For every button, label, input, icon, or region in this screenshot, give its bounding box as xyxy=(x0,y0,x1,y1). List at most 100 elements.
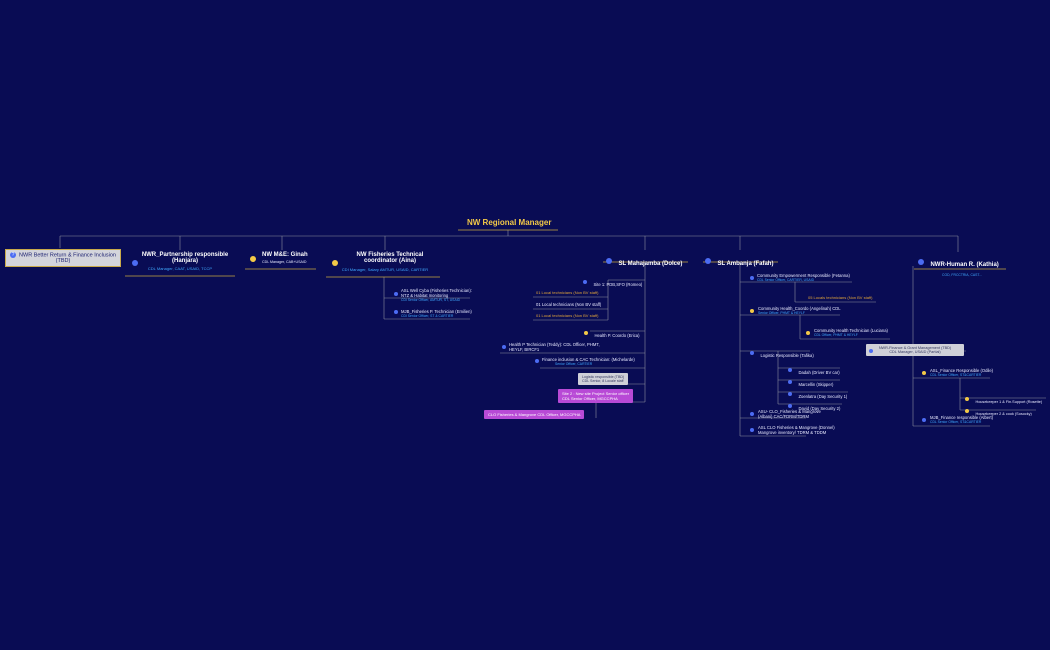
ambanja-driver-0-label: Dadah (Driver BV car) xyxy=(798,370,840,375)
ambanja-locals[interactable]: 05 Locals technicians (Non BV staff) xyxy=(808,295,873,300)
node-mahajamba-title: SL Mahajamba (Dolce) xyxy=(618,261,683,267)
ambanja-health-tech[interactable]: Community Health Technician (Luciana) CD… xyxy=(806,328,888,337)
person-icon xyxy=(965,396,969,401)
mahajamba-health-coord-label: Health P. Coordo (Erica) xyxy=(594,333,640,338)
hr-housekeeper-2-label: Housekeeper 2 & cook (Sosocky) xyxy=(975,412,1032,416)
hr-asl-finance[interactable]: ASL_Finance Responsible (Odile) CDL Seni… xyxy=(922,368,993,377)
mahajamba-clo[interactable]: CLO Fisheries & Mangrove CDL Officer, MG… xyxy=(484,410,585,419)
person-icon xyxy=(394,292,398,296)
node-partnership-sub: CDL Manager, CAAT, USAID, TCCP xyxy=(147,266,213,271)
ambanja-logistic-label: Logistic Responsible (Tafika) xyxy=(760,353,814,358)
fisheries-child-asl[interactable]: ASL Well Cyba (Fisheries Technician): NT… xyxy=(394,288,473,302)
person-icon xyxy=(918,258,924,265)
person-icon xyxy=(584,330,588,335)
person-icon xyxy=(583,279,587,284)
node-mahajamba[interactable]: SL Mahajamba (Dolce) xyxy=(606,252,682,270)
person-icon xyxy=(750,428,754,432)
fisheries-child-asl-title: ASL Well Cyba (Fisheries Technician): NT… xyxy=(401,288,472,298)
node-me-sub: CDL Manager, CAB+USAID xyxy=(262,260,307,264)
hr-asl-finance-title: ASL_Finance Responsible (Odile) xyxy=(930,368,994,373)
person-icon xyxy=(788,379,792,384)
mahajamba-health-tech-label: Health P Technician (Teddy): CDL Officer… xyxy=(509,342,600,352)
ambanja-driver-2-label: Zoenlatra (Day Security 1) xyxy=(798,394,848,399)
person-icon xyxy=(394,310,398,314)
person-icon xyxy=(788,391,792,396)
hr-finance-mgmt-title: NWR-Finance & Grant Management (TBD) xyxy=(878,346,952,350)
mahajamba-site2[interactable]: Site 2 : New site Project Senior officer… xyxy=(558,389,634,403)
person-icon xyxy=(705,257,711,264)
ambanja-asu-clo-label: ASU- CLO_Fisheries & Mangrove (Albani) C… xyxy=(758,409,821,419)
fisheries-child-asl-sub: CDI Senior Officer, AMTUR, ST, USAID xyxy=(401,298,461,302)
root-node-title[interactable]: NW Regional Manager xyxy=(467,218,552,227)
mahajamba-health-tech[interactable]: Health P Technician (Teddy): CDL Officer… xyxy=(502,342,605,352)
node-fisheries[interactable]: NW Fisheries Technical coordinator (Aina… xyxy=(330,252,440,272)
person-icon xyxy=(922,371,926,375)
ambanja-community-emp-sub: CDL Senior Officer, CARTIER, USAID xyxy=(757,278,815,282)
fisheries-child-mjb[interactable]: MJB_Fisheries P. Technician (Emilien) CD… xyxy=(394,309,472,318)
node-me[interactable]: NW M&E: Ginah CDL Manager, CAB+USAID xyxy=(250,252,308,264)
ambanja-driver-1[interactable]: Marcellin (Skipper) xyxy=(788,373,833,391)
node-fisheries-title: NW Fisheries Technical coordinator (Aina… xyxy=(356,252,424,264)
ambanja-health-coord-sub: Senior Officer, PHMT & HEYLF xyxy=(758,311,805,315)
person-icon xyxy=(750,309,754,313)
mahajamba-local-3[interactable]: 01 Local technicians (Non BV staff) xyxy=(536,313,599,318)
person-icon xyxy=(332,260,338,266)
hr-housekeeper-1-label: Housekeeper 1 & Fin.Support (Rosette) xyxy=(975,400,1043,404)
node-hr-sub: COD, FRCCTRIA, CAST... xyxy=(942,273,982,277)
ambanja-health-coord-title: Community Health_Coordo (Angelinah) CDL xyxy=(758,306,841,311)
hr-housekeeper-1[interactable]: Housekeeper 1 & Fin.Support (Rosette) xyxy=(965,390,1042,408)
node-hr[interactable]: NWR-Human R. (Kathia) COD, FRCCTRIA, CAS… xyxy=(918,253,999,277)
person-icon xyxy=(250,256,256,262)
ambanja-health-coord[interactable]: Community Health_Coordo (Angelinah) CDL … xyxy=(750,306,841,315)
mahajamba-health-coord[interactable]: Health P. Coordo (Erica) xyxy=(584,324,640,342)
mahajamba-site1-label: Site 1: PDB,SFO (Romeo) xyxy=(593,282,643,287)
node-ambanja[interactable]: SL Ambanja (Fafah) xyxy=(705,252,773,270)
ambanja-driver-1-label: Marcellin (Skipper) xyxy=(798,382,834,387)
mahajamba-site2-sub: CDL Senior Officer, MGCCPHA xyxy=(562,396,618,401)
node-better-return-label: NWR Better Return & Finance Inclusion (T… xyxy=(19,252,116,265)
mahajamba-finance-title: Finance inclusion & CAC Technician: (Mic… xyxy=(542,357,635,362)
ambanja-community-emp[interactable]: Community Empowerment Responsible (Fetan… xyxy=(750,273,850,282)
hr-mjb-finance[interactable]: MJB_Finance responsible (Albert) CDL Sen… xyxy=(922,415,993,424)
hr-housekeeper-2[interactable]: Housekeeper 2 & cook (Sosocky) xyxy=(965,402,1032,420)
ambanja-health-tech-title: Community Health Technician (Luciana) xyxy=(814,328,888,333)
question-icon: ? xyxy=(10,252,17,258)
mahajamba-site1[interactable]: Site 1: PDB,SFO (Romeo) xyxy=(583,273,642,291)
mahajamba-logistic-sub: CDL Senior, 8 Locale staff xyxy=(582,379,624,383)
ambanja-community-emp-title: Community Empowerment Responsible (Fetan… xyxy=(757,273,850,278)
hr-finance-mgmt[interactable]: NWR-Finance & Grant Management (TBD) CDL… xyxy=(866,344,964,356)
node-partnership[interactable]: NWR_Partnership responsible (Hanjara) CD… xyxy=(130,252,230,271)
person-icon xyxy=(750,350,754,355)
mahajamba-logistic-title: Logistic responsible (TBD) xyxy=(582,375,625,379)
mahajamba-finance-sub: Senior Officer, CARTIER xyxy=(555,362,593,366)
ambanja-driver-3[interactable]: David (Day Security 2) xyxy=(788,397,840,415)
node-partnership-title: NWR_Partnership responsible (Hanjara) xyxy=(141,252,229,264)
mahajamba-local-2[interactable]: 01 Local technicians (Non BV staff) xyxy=(536,302,602,307)
person-icon xyxy=(750,276,754,280)
person-icon xyxy=(869,349,873,353)
person-icon xyxy=(535,359,539,363)
node-fisheries-sub: CDI Manager, Salary AMTUR, USAID, CARTIE… xyxy=(341,267,429,272)
node-me-title: NW M&E: Ginah xyxy=(262,252,308,258)
person-icon xyxy=(965,408,969,413)
hr-mjb-finance-sub: CDL Senior Officer, ST&CARTIER xyxy=(930,420,982,424)
mahajamba-local-1[interactable]: 01 Local technicians (Non BV staff) xyxy=(536,290,599,295)
mahajamba-logistic[interactable]: Logistic responsible (TBD) CDL Senior, 8… xyxy=(578,373,629,385)
node-ambanja-title: SL Ambanja (Fafah) xyxy=(717,261,774,267)
node-better-return[interactable]: ?NWR Better Return & Finance Inclusion (… xyxy=(5,249,121,268)
hr-finance-mgmt-sub: CDL Manager, USAID (Partial) xyxy=(889,350,941,354)
ambanja-asu-clo[interactable]: ASU- CLO_Fisheries & Mangrove (Albani) C… xyxy=(750,409,834,419)
person-icon xyxy=(922,418,926,422)
person-icon xyxy=(502,345,506,349)
mahajamba-finance[interactable]: Finance inclusion & CAC Technician: (Mic… xyxy=(535,357,635,366)
ambanja-driver-0[interactable]: Dadah (Driver BV car) xyxy=(788,361,840,379)
ambanja-driver-2[interactable]: Zoenlatra (Day Security 1) xyxy=(788,385,847,403)
ambanja-asl-clo-label: ASL CLO Fisheries & Mangrove (Donnel) Ma… xyxy=(758,425,835,435)
person-icon xyxy=(750,412,754,416)
ambanja-asl-clo[interactable]: ASL CLO Fisheries & Mangrove (Donnel) Ma… xyxy=(750,425,838,435)
person-icon xyxy=(788,403,792,408)
ambanja-logistic[interactable]: Logistic Responsible (Tafika) xyxy=(750,344,814,362)
ambanja-driver-3-label: David (Day Security 2) xyxy=(798,406,841,411)
person-icon xyxy=(606,257,612,264)
